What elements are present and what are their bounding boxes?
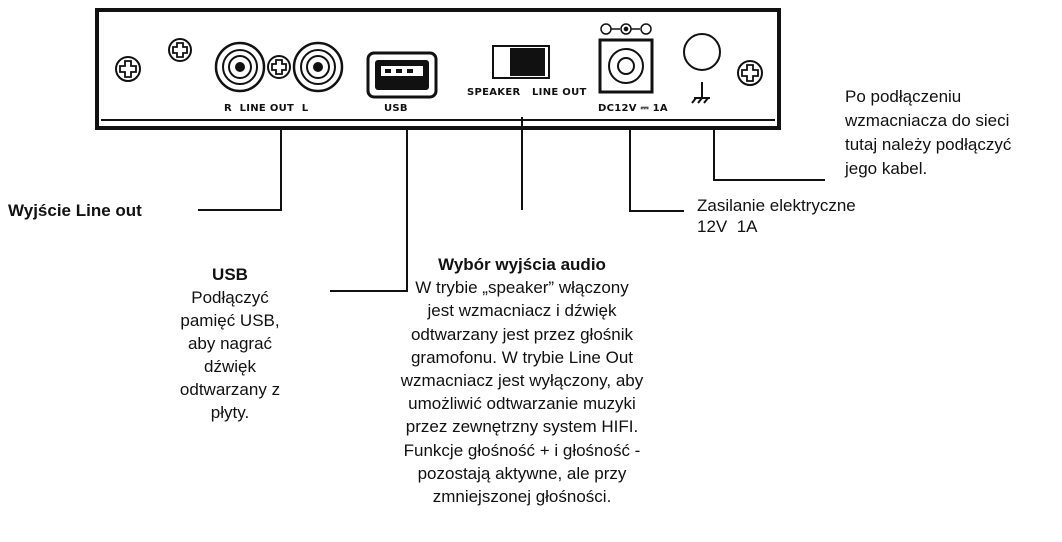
screw-icon	[737, 60, 763, 86]
audio-callout-line: przez zewnętrzny system HIFI.	[405, 417, 639, 437]
ground-callout-line: jego kabel.	[845, 159, 928, 178]
usb-callout-line: pamięć USB,	[180, 311, 280, 330]
audio-callout-line: gramofonu. W trybie Line Out	[410, 347, 634, 367]
audio-callout-line: wzmacniacz jest wyłączony, aby	[400, 371, 644, 391]
leader-usb	[330, 128, 408, 292]
audio-callout-line: pozostają aktywne, ale przy	[417, 463, 627, 483]
audio-callout-line: zmniejszonej głośności.	[432, 487, 612, 507]
slide-switch-icon	[492, 45, 550, 79]
audio-callout-title: Wybór wyjścia audio	[438, 255, 606, 274]
ground-callout-line: Po podłączeniu	[845, 87, 962, 106]
usb-callout-line: aby nagrać	[187, 334, 273, 353]
line-out-callout: Wyjście Line out	[8, 201, 142, 220]
audio-callout-line: umożliwić odtwarzanie muzyki	[408, 394, 636, 414]
power-callout-title: Zasilanie elektryczne	[697, 196, 856, 215]
ground-callout-line: tutaj należy podłączyć	[845, 135, 1012, 154]
audio-callout-line: Funkcje głośność + i głośność -	[403, 440, 641, 460]
dc-jack-icon	[598, 38, 654, 94]
audio-callout-line: jest wzmacniacz i dźwięk	[427, 301, 617, 321]
dc-input-label: DC12V ⎓ 1A	[598, 103, 668, 114]
ground-callout-line: wzmacniacza do sieci	[845, 111, 1010, 130]
leader-ground	[713, 128, 825, 181]
line-out-port-label: R LINE OUT L	[224, 103, 309, 114]
polarity-icon	[600, 23, 652, 35]
leader-power	[629, 128, 684, 212]
power-callout: Zasilanie elektryczne 12V 1A	[697, 195, 856, 237]
screw-icon	[115, 56, 141, 82]
rca-jack-icon	[214, 41, 266, 93]
leader-line-out	[198, 128, 282, 211]
line-out-switch-label: LINE OUT	[532, 87, 587, 98]
screw-icon	[168, 38, 192, 62]
audio-callout-line: W trybie „speaker” włączony	[415, 278, 629, 298]
audio-callout-line: odtwarzany jest przez głośnik	[410, 324, 634, 344]
power-callout-value: 12V 1A	[697, 217, 758, 236]
leader-lines	[198, 117, 825, 292]
usb-callout-title: USB	[212, 265, 248, 284]
audio-output-callout: Wybór wyjścia audio W trybie „speaker” w…	[382, 253, 662, 508]
ground-icon	[683, 33, 721, 104]
screw-icon	[267, 55, 291, 79]
rca-jack-icon	[292, 41, 344, 93]
usb-callout-line: płyty.	[210, 403, 250, 422]
rear-panel	[95, 8, 781, 130]
usb-callout-line: odtwarzany z	[179, 380, 281, 399]
usb-callout-line: dźwięk	[204, 357, 256, 376]
usb-port-label: USB	[384, 103, 408, 114]
usb-callout: USB Podłączyć pamięć USB, aby nagrać dźw…	[160, 263, 300, 424]
usb-port-icon	[366, 51, 438, 99]
ground-callout: Po podłączeniu wzmacniacza do sieci tuta…	[845, 85, 1011, 181]
speaker-switch-label: SPEAKER	[467, 87, 521, 98]
usb-callout-line: Podłączyć	[191, 288, 269, 307]
